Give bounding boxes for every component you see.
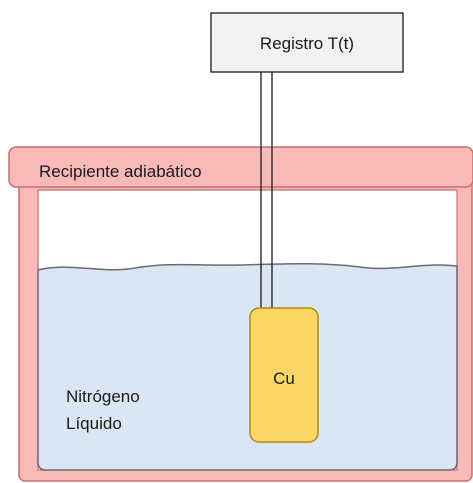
liquid-label-line1: Nitrógeno [66,387,140,406]
liquid-nitrogen [37,263,458,471]
liquid-label-line2: Líquido [66,414,122,433]
recorder-box [210,12,404,73]
thermocouple-wires [260,72,273,308]
container-label: Recipiente adiabático [39,162,202,181]
sample-label: Cu [273,369,295,388]
container-lid [8,146,473,188]
copper-sample [249,307,319,443]
recorder-label: Registro T(t) [260,34,354,53]
